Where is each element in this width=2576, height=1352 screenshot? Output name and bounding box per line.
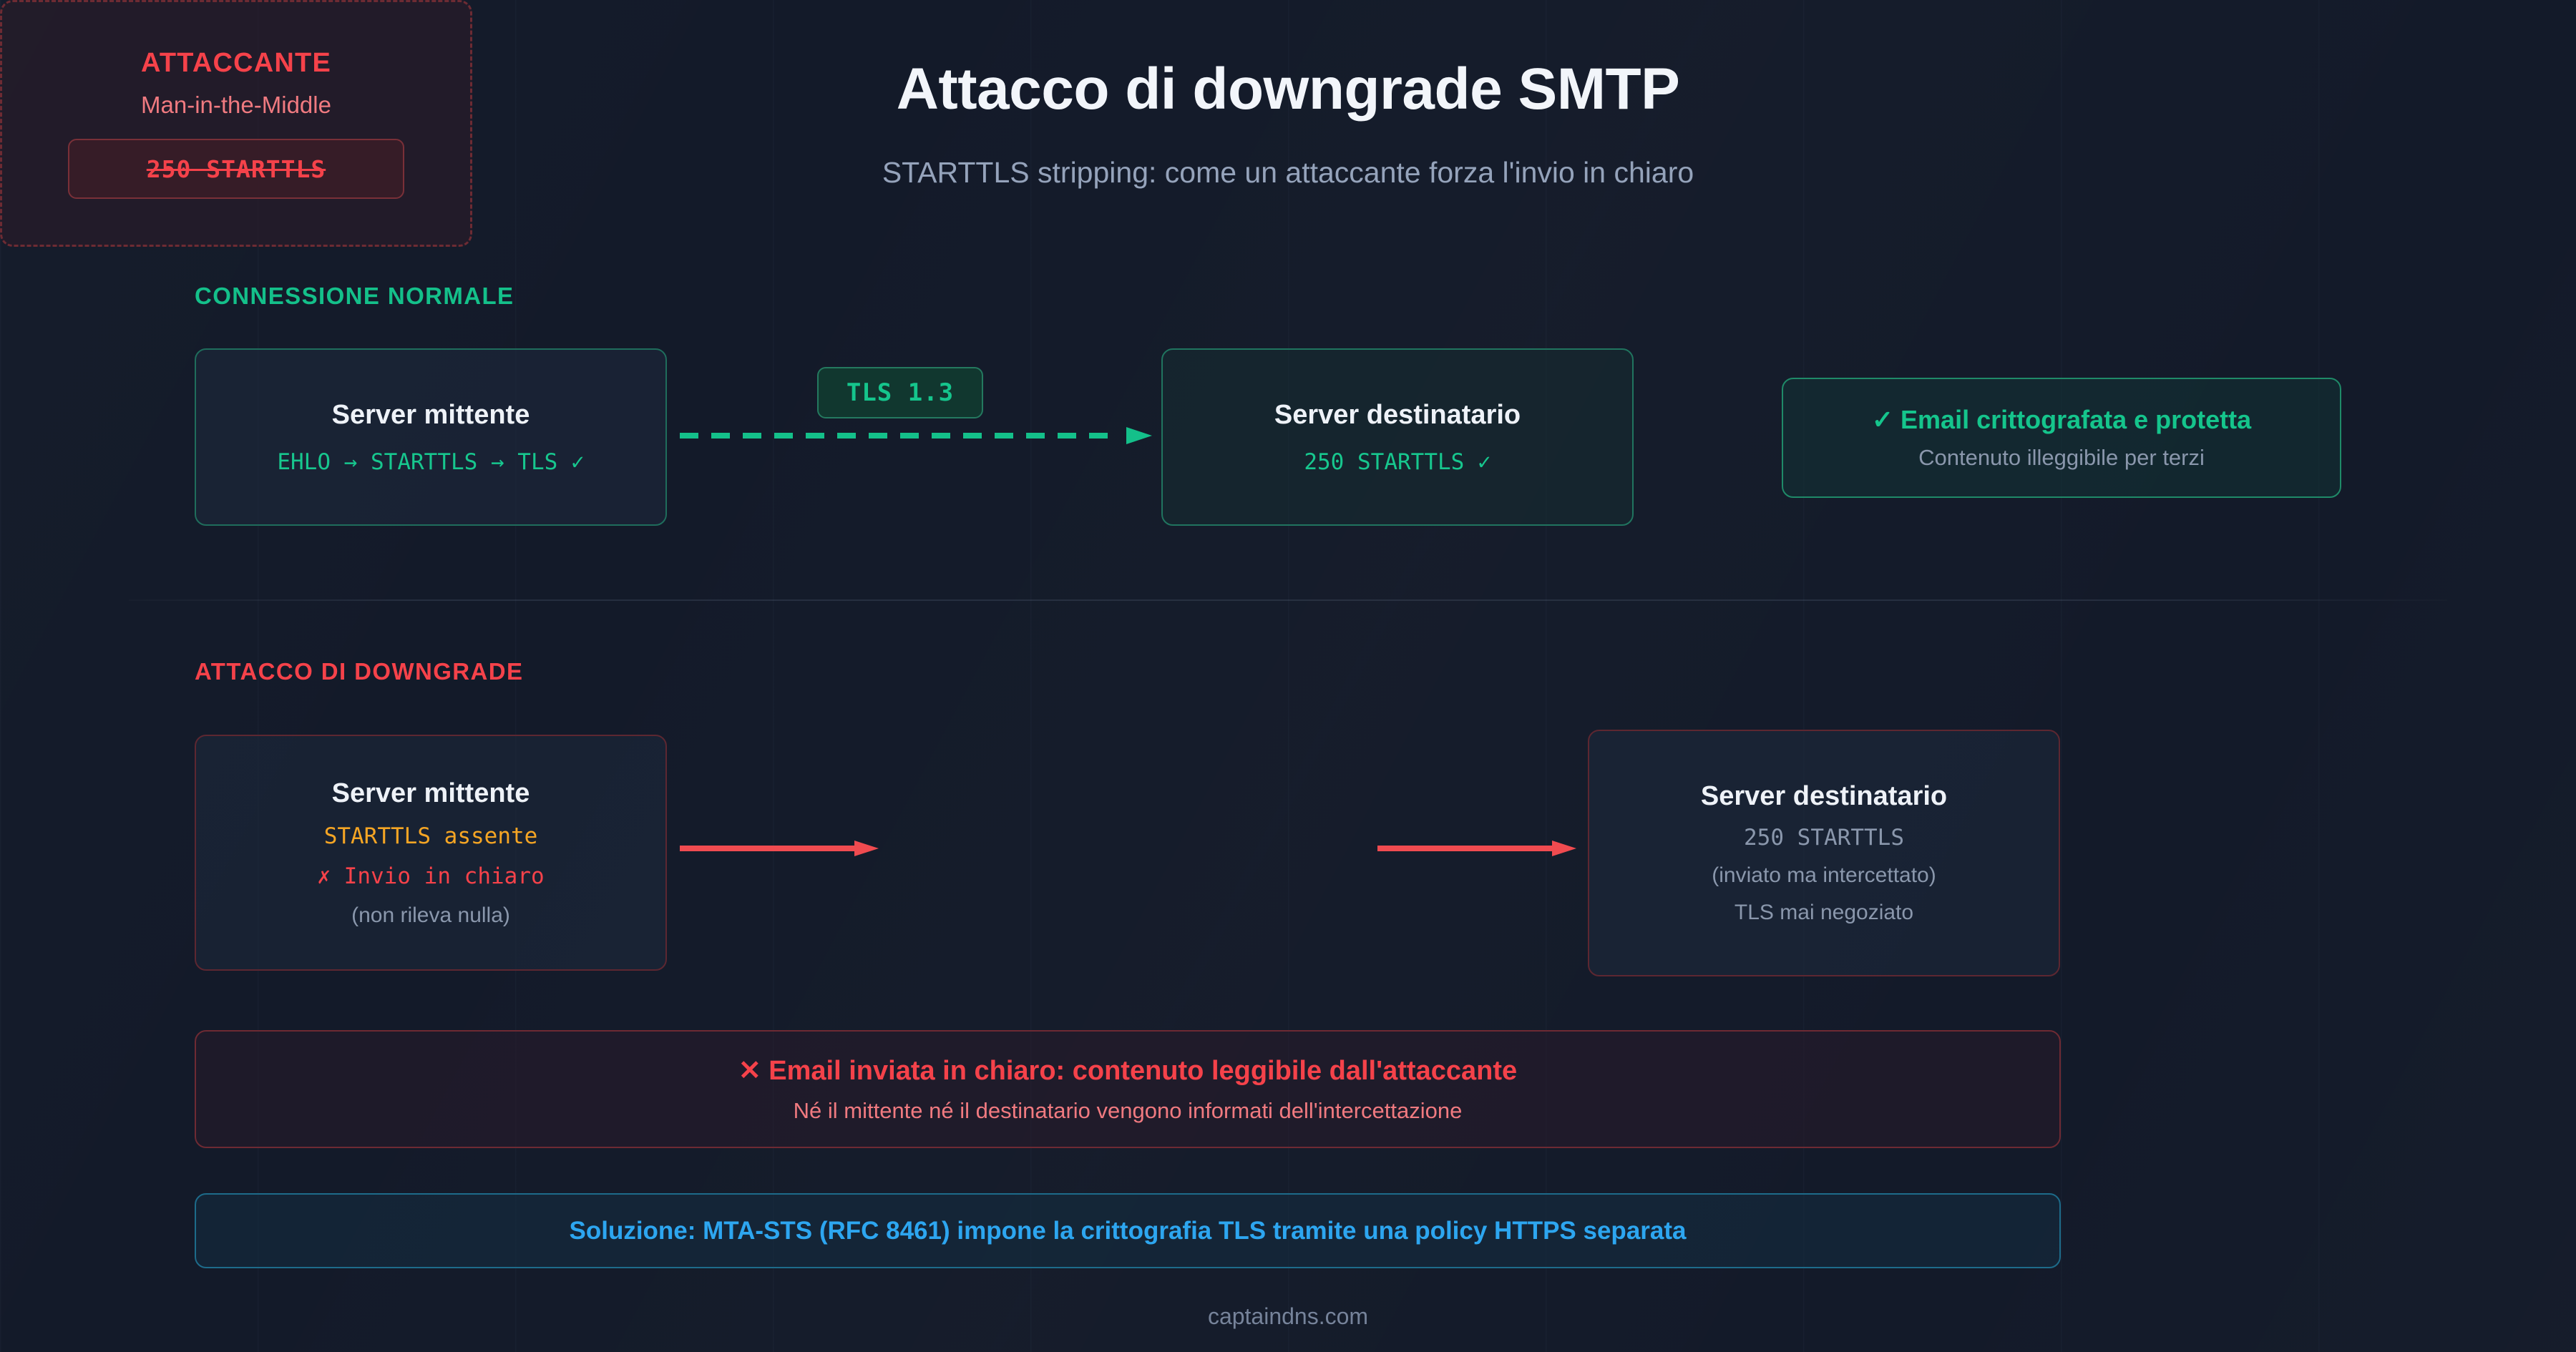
section-label-attack: ATTACCO DI DOWNGRADE (195, 658, 524, 685)
solution-banner: Soluzione: MTA-STS (RFC 8461) impone la … (195, 1193, 2061, 1268)
node-sender-normal: Server mittente EHLO → STARTTLS → TLS ✓ (195, 348, 667, 526)
footer-source: captaindns.com (1207, 1303, 1369, 1329)
stripped-command-badge: 250 STARTTLS (68, 139, 404, 199)
arrow-head-icon (1126, 427, 1152, 444)
page-subtitle: STARTTLS stripping: come un attaccante f… (882, 156, 1694, 189)
result-secure-sub: Contenuto illeggibile per terzi (1918, 445, 2205, 470)
alert-banner-headline: ✕ Email inviata in chiaro: contenuto leg… (738, 1056, 1518, 1086)
page-title: Attacco di downgrade SMTP (896, 57, 1680, 122)
node-destination-attack: Server destinatario 250 STARTTLS (inviat… (1588, 730, 2060, 976)
node-sender-attack-note: (non rileva nulla) (351, 903, 510, 927)
node-destination-attack-detail: 250 STARTTLS (1744, 825, 1904, 851)
node-attacker-role: Man-in-the-Middle (141, 92, 331, 118)
node-sender-attack-title: Server mittente (331, 778, 530, 808)
node-destination-attack-note1: (inviato ma intercettato) (1712, 863, 1936, 887)
node-sender-normal-title: Server mittente (331, 399, 530, 430)
tls-version-badge: TLS 1.3 (817, 367, 983, 418)
alert-banner-sub: Né il mittente né il destinatario vengon… (793, 1098, 1463, 1123)
node-destination-normal-detail: 250 STARTTLS ✓ (1304, 449, 1491, 475)
node-sender-normal-detail: EHLO → STARTTLS → TLS ✓ (277, 449, 585, 475)
node-destination-attack-note2: TLS mai negoziato (1734, 901, 1914, 924)
node-attacker-title: ATTACCANTE (141, 48, 331, 78)
node-sender-attack: Server mittente STARTTLS assente ✗ Invio… (195, 735, 667, 971)
arrow-attack-sender-to-attacker (680, 841, 879, 856)
arrow-shaft (680, 433, 1115, 439)
node-destination-normal: Server destinatario 250 STARTTLS ✓ (1161, 348, 1634, 526)
node-sender-attack-warning: STARTTLS assente (323, 823, 538, 849)
arrow-shaft (1377, 846, 1553, 851)
section-label-normal: CONNESSIONE NORMALE (195, 283, 514, 309)
arrow-head-icon (1552, 841, 1576, 856)
section-divider (129, 599, 2447, 601)
result-secure-headline: ✓ Email crittografata e protetta (1871, 405, 2252, 434)
arrow-dashed-secure (680, 427, 1152, 444)
node-attacker: ATTACCANTE Man-in-the-Middle 250 STARTTL… (0, 0, 472, 247)
arrow-attack-attacker-to-destination (1377, 841, 1576, 856)
node-destination-attack-title: Server destinatario (1700, 781, 1948, 811)
result-box-secure: ✓ Email crittografata e protetta Contenu… (1782, 378, 2341, 498)
arrow-shaft (680, 846, 856, 851)
arrow-head-icon (854, 841, 879, 856)
node-sender-attack-failure: ✗ Invio in chiaro (317, 863, 545, 889)
alert-banner-plaintext: ✕ Email inviata in chiaro: contenuto leg… (195, 1030, 2061, 1148)
node-destination-normal-title: Server destinatario (1274, 399, 1521, 430)
